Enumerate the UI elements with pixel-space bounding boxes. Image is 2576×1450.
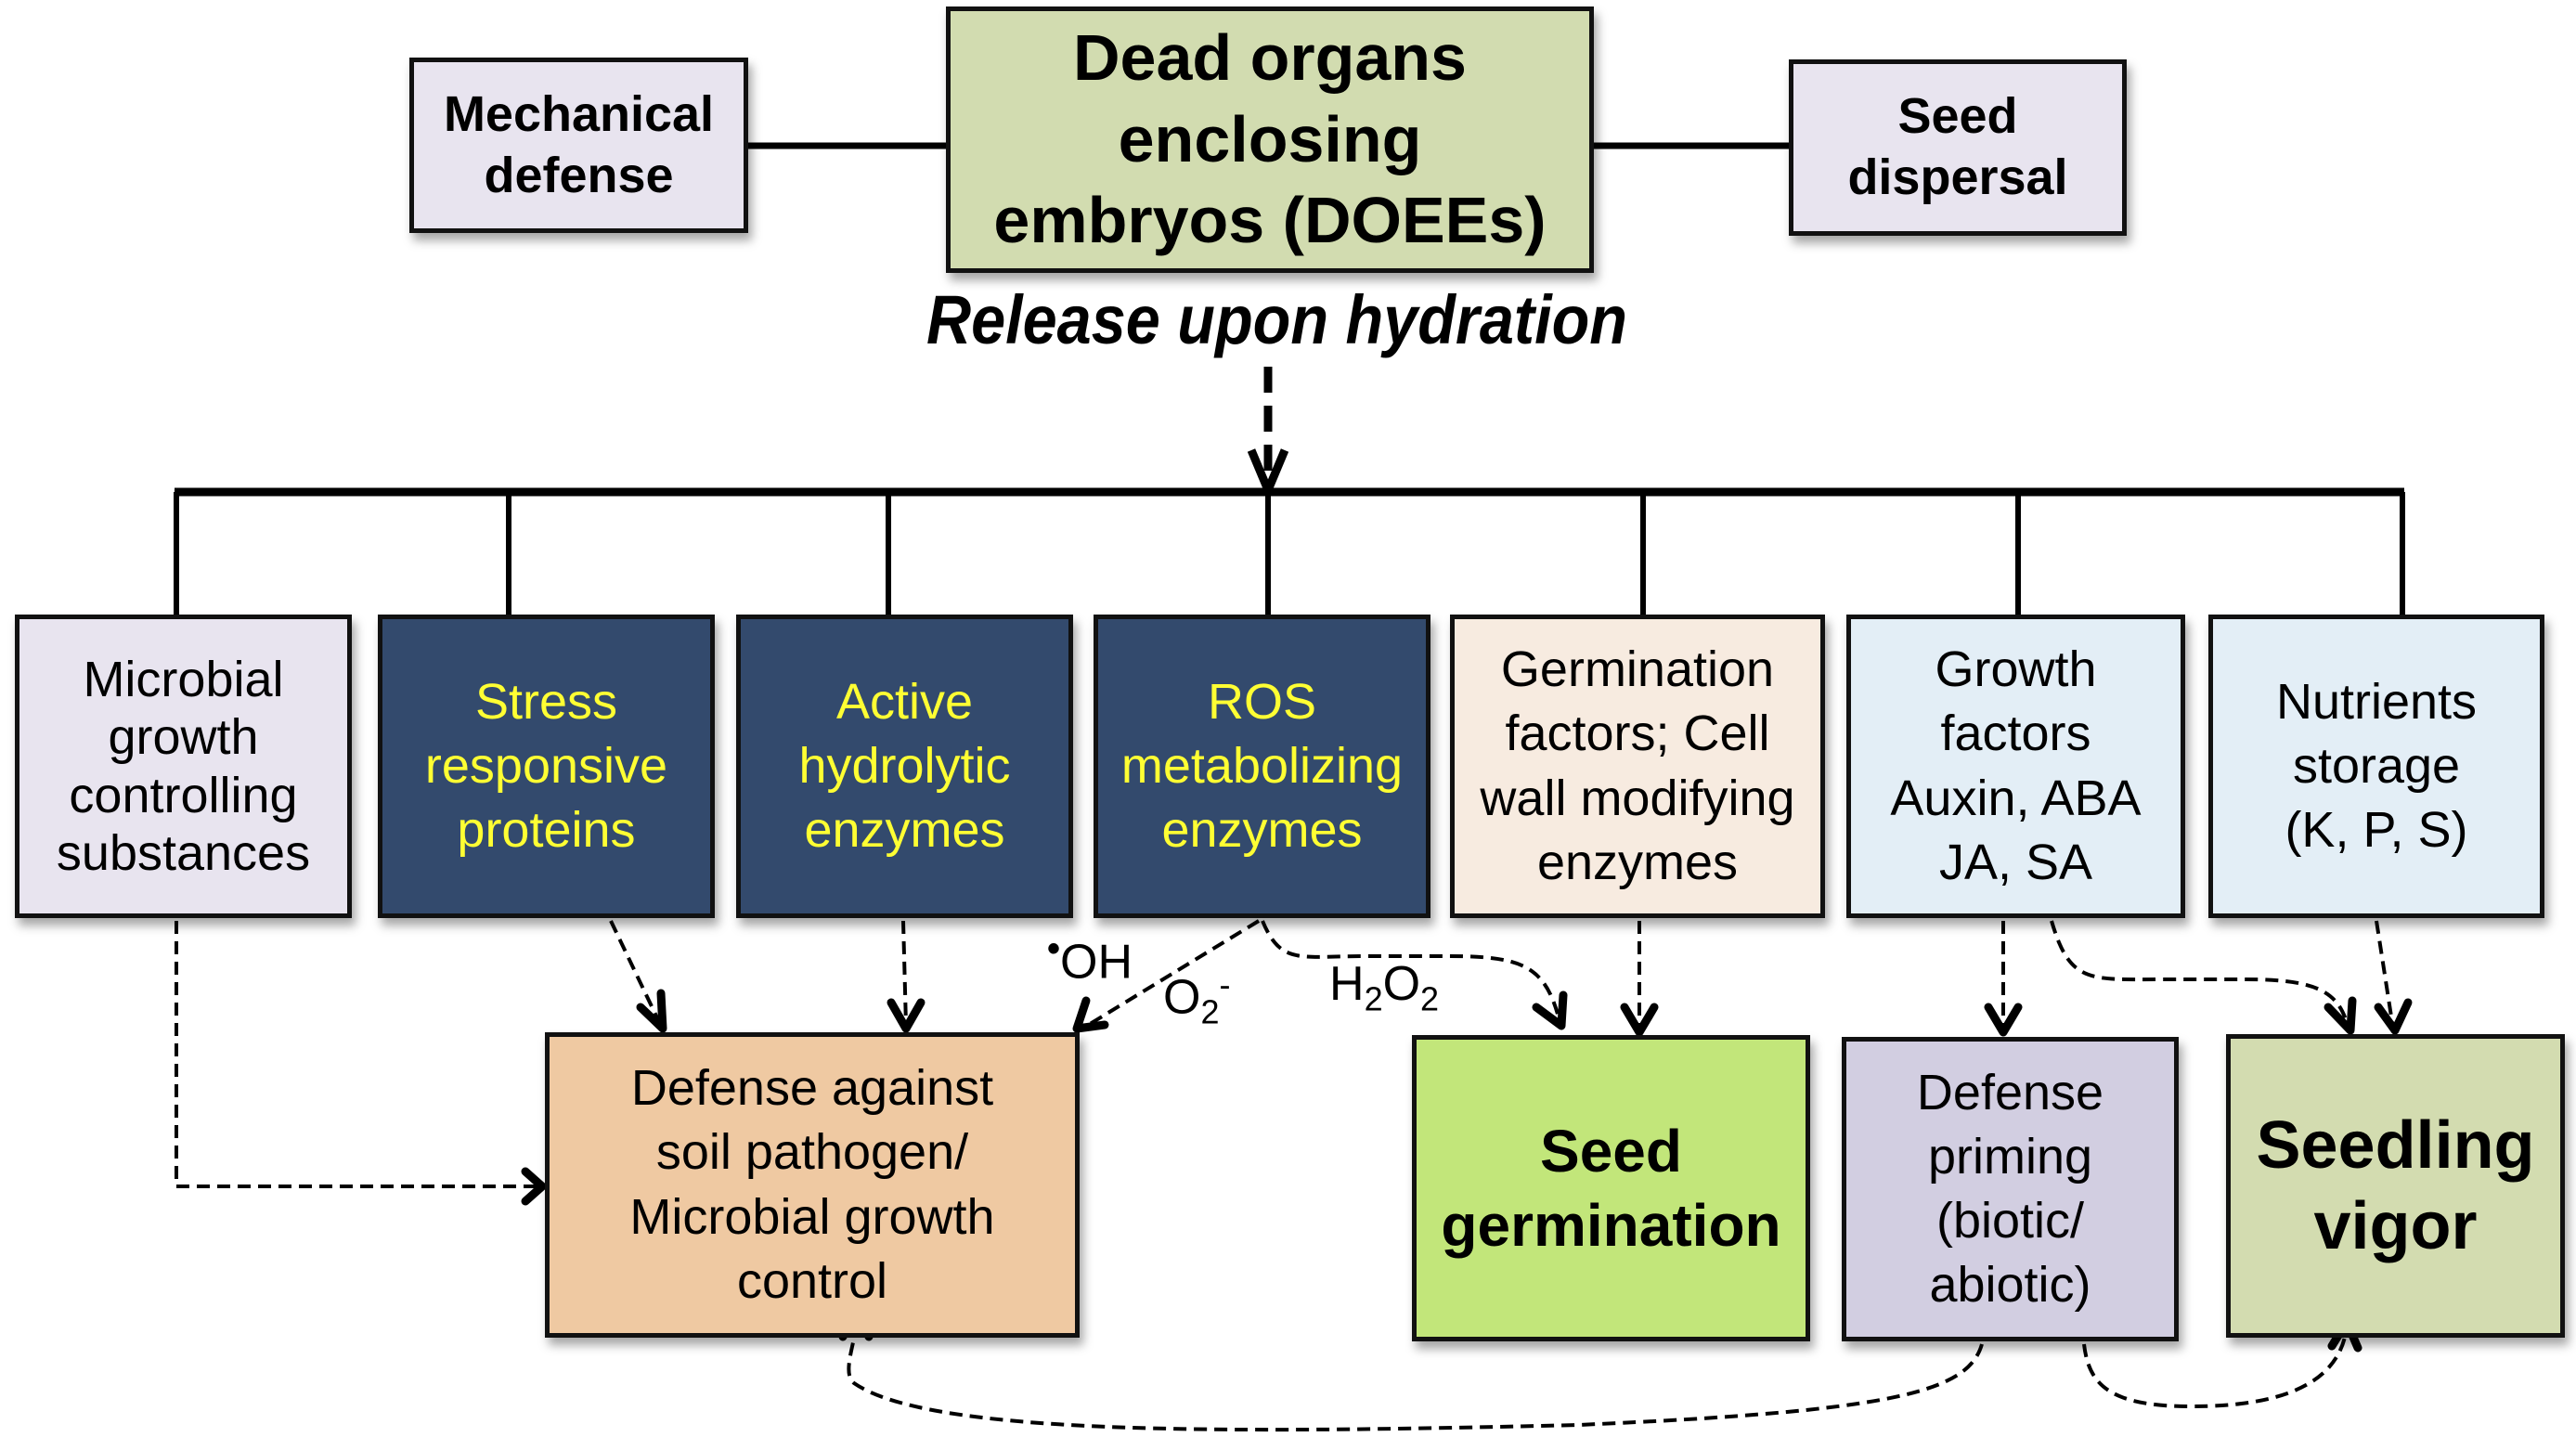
peroxide-o: O	[1382, 957, 1421, 1011]
arrow-hydrolytic-to-defense	[901, 920, 908, 1027]
arrow-nutrients-to-vigor	[2375, 920, 2395, 1029]
doee-label: Dead organs enclosing embryos (DOEEs)	[993, 21, 1547, 257]
arrow-ros-to-defense	[1081, 919, 1261, 1030]
component-microbial-growth-controlling: Microbial growth controlling substances	[15, 615, 352, 918]
arrow-stress-to-defense	[609, 920, 663, 1027]
peroxide-sub1: 2	[1364, 979, 1383, 1018]
component-stress-responsive-proteins: Stress responsive proteins	[378, 615, 715, 918]
outcome-label: Seedling vigor	[2256, 1108, 2535, 1263]
outcome-defense-priming: Defense priming (biotic/ abiotic)	[1842, 1037, 2179, 1341]
outcome-label: Seed germination	[1441, 1118, 1781, 1259]
component-growth-factors: Growth factors Auxin, ABA JA, SA	[1846, 615, 2185, 918]
head-growth-to-vigor	[2324, 996, 2357, 1035]
superoxide-sub: 2	[1200, 992, 1220, 1031]
head-ros-to-defense	[1072, 996, 1109, 1033]
doee-box: Dead organs enclosing embryos (DOEEs)	[946, 6, 1594, 273]
seed-dispersal-box: Seed dispersal	[1789, 59, 2127, 236]
peroxide-sub2: 2	[1420, 979, 1440, 1018]
head-germfactors-to-germination	[1620, 1003, 1659, 1037]
arrow-growth-to-vigor	[2050, 920, 2350, 1029]
arrow-microbial-to-defense	[175, 921, 540, 1188]
superoxide-charge: -	[1219, 965, 1231, 1003]
component-label: Nutrients storage (K, P, S)	[2275, 673, 2478, 859]
component-label: Stress responsive proteins	[424, 673, 668, 859]
outcome-seed-germination: Seed germination	[1412, 1035, 1810, 1341]
head-hydrolytic-to-defense	[887, 998, 926, 1033]
arrow-priming-to-defense	[847, 1315, 1984, 1432]
component-germination-factors: Germination factors; Cell wall modifying…	[1450, 615, 1825, 918]
mechanical-defense-box: Mechanical defense	[409, 58, 748, 233]
hydroxyl-radical-label: •OH	[1047, 928, 1133, 990]
hydroxyl-text: OH	[1060, 935, 1133, 990]
arrow-priming-to-vigor	[2082, 1327, 2349, 1409]
radical-dot: •	[1047, 928, 1061, 969]
component-label: Germination factors; Cell wall modifying…	[1480, 641, 1795, 890]
release-upon-hydration-label: Release upon hydration	[926, 281, 1627, 358]
component-ros-metabolizing-enzymes: ROS metabolizing enzymes	[1094, 615, 1430, 918]
component-label: Growth factors Auxin, ABA JA, SA	[1890, 641, 2142, 890]
component-active-hydrolytic-enzymes: Active hydrolytic enzymes	[736, 615, 1073, 918]
peroxide-h: H	[1329, 957, 1365, 1011]
superoxide-o: O	[1163, 970, 1201, 1025]
head-ros-to-germination	[1532, 990, 1568, 1030]
component-label: Active hydrolytic enzymes	[798, 673, 1011, 859]
superoxide-label: O2-	[1163, 965, 1230, 1032]
head-microbial-to-defense	[521, 1167, 547, 1206]
outcome-label: Defense against soil pathogen/ Microbial…	[629, 1060, 995, 1309]
mechanical-defense-label: Mechanical defense	[443, 85, 715, 203]
component-label: ROS metabolizing enzymes	[1120, 673, 1404, 859]
outcome-seedling-vigor: Seedling vigor	[2226, 1034, 2565, 1338]
seed-dispersal-label: Seed dispersal	[1847, 88, 2068, 205]
hydrogen-peroxide-label: H2O2	[1329, 956, 1439, 1018]
component-label: Microbial growth controlling substances	[56, 652, 311, 881]
component-nutrients-storage: Nutrients storage (K, P, S)	[2208, 615, 2544, 918]
outcome-defense-soil-pathogen: Defense against soil pathogen/ Microbial…	[545, 1032, 1080, 1338]
head-growth-to-priming	[1984, 1003, 2023, 1037]
head-nutrients-to-vigor	[2374, 998, 2413, 1035]
outcome-label: Defense priming (biotic/ abiotic)	[1916, 1064, 2104, 1314]
head-stress-to-defense	[636, 989, 667, 1033]
